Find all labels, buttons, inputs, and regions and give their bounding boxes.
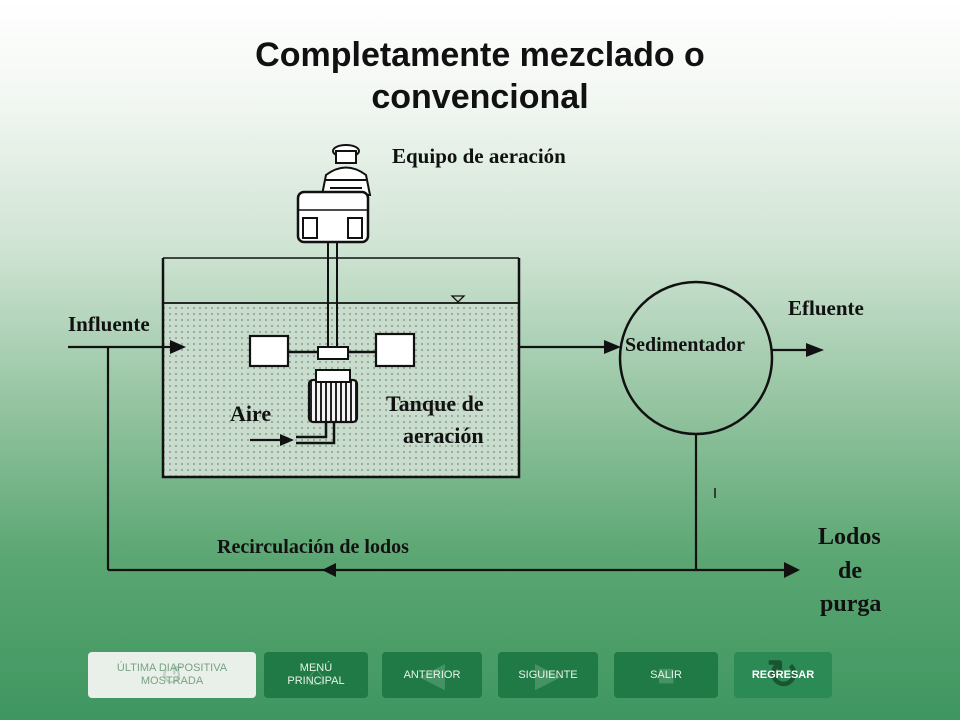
back-label: REGRESAR (751, 668, 815, 681)
previous-button[interactable]: ◀ ANTERIOR (382, 652, 482, 698)
next-label: SIGUIENTE (518, 668, 578, 681)
air-label: Aire (230, 401, 271, 426)
exit-icon: ■ (656, 658, 676, 692)
slide-title-line1: Completamente mezclado o (255, 36, 705, 74)
exit-label: SALIR (650, 668, 682, 681)
influent-line (68, 340, 186, 354)
purge-label-line1: Lodos (818, 524, 881, 550)
main-menu-button[interactable]: ⌂ MENÚ PRINCIPAL (264, 652, 368, 698)
settler-circle (618, 280, 774, 436)
last-slide-button[interactable]: ↺ ÚLTIMA DIAPOSITIVA MOSTRADA (88, 652, 256, 698)
navigation-bar: ↺ ÚLTIMA DIAPOSITIVA MOSTRADA ⌂ MENÚ PRI… (0, 652, 960, 704)
slide-title: Completamente mezclado o convencional (0, 34, 960, 118)
recirculation-label: Recirculación de lodos (217, 536, 409, 558)
purge-label-line2: de (838, 558, 862, 584)
previous-label: ANTERIOR (403, 668, 461, 681)
sludge-line (106, 347, 800, 578)
back-button[interactable]: ↻ REGRESAR (734, 652, 832, 698)
settler-label: Sedimentador (625, 334, 745, 356)
slide-title-line2: convencional (371, 78, 589, 116)
tank-label-line2: aeración (403, 423, 484, 448)
left-arrow-icon: ◀ (418, 655, 446, 694)
right-arrow-icon: ▶ (534, 655, 562, 694)
tank-to-settler-line (519, 340, 621, 354)
aeration-tank (161, 257, 521, 479)
return-arrow-icon: ↻ (766, 652, 800, 697)
air-arrow (250, 434, 294, 446)
next-button[interactable]: ▶ SIGUIENTE (498, 652, 598, 698)
aerator-icon (248, 144, 416, 445)
effluent-label: Efluente (788, 296, 864, 320)
last-slide-label: ÚLTIMA DIAPOSITIVA MOSTRADA (116, 662, 228, 687)
influent-label: Influente (68, 312, 150, 336)
effluent-line (772, 343, 824, 357)
water-level-icon (450, 295, 466, 303)
purge-label-line3: purga (820, 591, 881, 617)
aeration-equipment-label: Equipo de aeración (392, 144, 566, 168)
exit-button[interactable]: ■ SALIR (614, 652, 718, 698)
main-menu-label: MENÚ PRINCIPAL (287, 662, 345, 687)
tank-label-line1: Tanque de (386, 391, 484, 416)
